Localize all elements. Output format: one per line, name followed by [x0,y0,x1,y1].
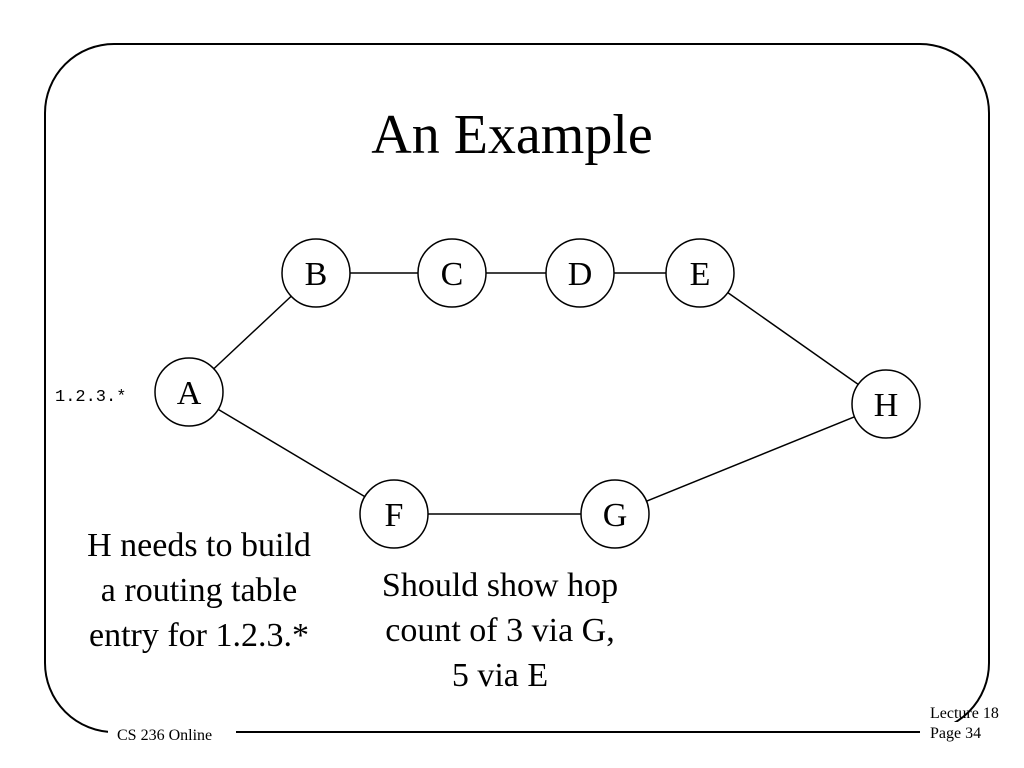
footer-page: Page 34 [930,725,982,742]
node-label: C [441,256,464,293]
node-circle [851,369,921,439]
node-circle [580,479,650,549]
node-f: F [359,479,429,549]
note-middle-line: 5 via E [451,657,549,694]
slide-title: An Example [371,104,653,166]
node-b: B [281,238,351,308]
slide-frame [44,43,990,733]
node-label: F [385,497,404,534]
note-left-line: a routing table [100,572,298,609]
footer-gap-left [108,722,236,746]
node-label: D [568,256,593,293]
node-circle [154,357,224,427]
note-left-line: H needs to build [87,527,311,564]
edges [213,272,859,515]
node-c: C [417,238,487,308]
node-d: D [545,238,615,308]
footer-page-info: Lecture 18 Page 34 [930,704,999,744]
node-a: A [154,357,224,427]
node-h: H [851,369,921,439]
node-label: B [305,256,328,293]
node-g: G [580,479,650,549]
footer-gap-right [920,722,980,746]
note-middle: Should show hop count of 3 via G, 5 via … [345,563,655,698]
address-label: 1.2.3.* [55,388,126,407]
edge-a-f [217,408,366,498]
note-left-line: entry for 1.2.3.* [88,617,309,654]
edge-a-b [213,295,292,370]
nodes: A B C D E F G H [154,238,921,549]
footer-lecture: Lecture 18 [930,705,999,722]
note-middle-line: Should show hop [381,567,619,604]
node-circle [359,479,429,549]
node-label: A [177,375,202,412]
node-label: E [690,256,711,293]
node-e: E [665,238,735,308]
node-circle [417,238,487,308]
node-circle [665,238,735,308]
edge-g-h [646,416,855,502]
note-middle-line: count of 3 via G, [385,612,615,649]
node-label: G [603,497,628,534]
node-label: H [874,387,899,424]
node-circle [281,238,351,308]
node-circle [545,238,615,308]
edge-e-h [727,291,859,386]
footer-course: CS 236 Online [117,727,213,744]
note-left: H needs to build a routing table entry f… [54,523,344,658]
